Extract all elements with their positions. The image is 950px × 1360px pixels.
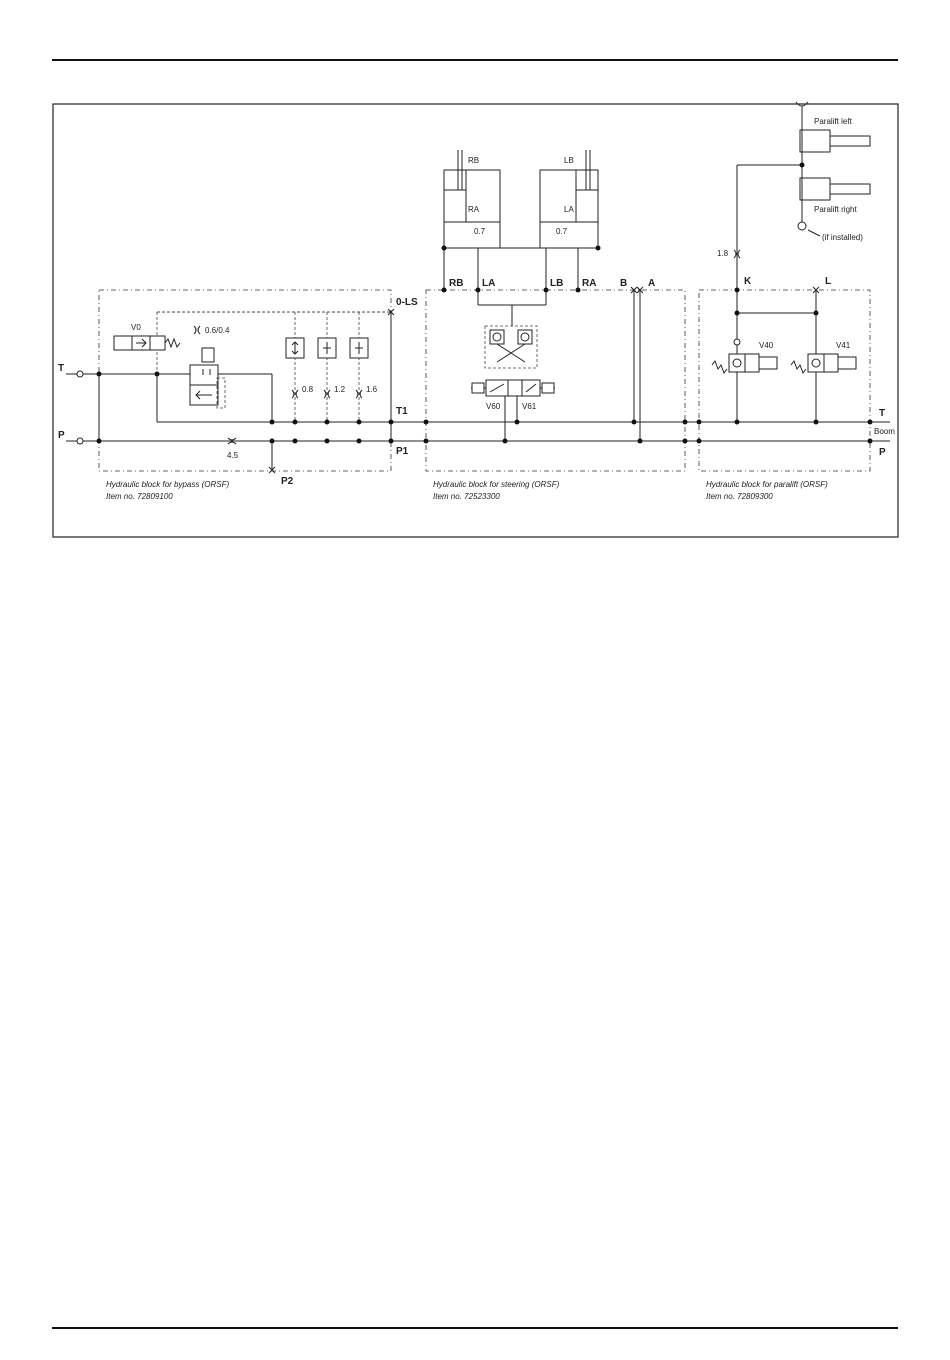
cyl-label-ra: RA: [468, 205, 480, 214]
paralift-left-label: Paralift left: [814, 117, 853, 126]
v40-label: V40: [759, 341, 774, 350]
paralift-left-cylinder-icon: [799, 129, 871, 153]
bypass-caption-item: Item no. 72809100: [106, 492, 173, 501]
v40-valve-icon: [711, 338, 778, 375]
p-port-icon: [76, 437, 84, 445]
steering-caption-title: Hydraulic block for steering (ORSF): [433, 480, 560, 489]
bottom-rule: [52, 1327, 898, 1329]
cross-p2-icon: [268, 466, 276, 474]
v41-valve-icon: [790, 353, 857, 375]
bypass-block-outline: [98, 289, 392, 472]
v60-v61-valve-icon: [471, 379, 555, 397]
steering-caption-item: Item no. 72523300: [433, 492, 500, 501]
orifice-label-1: 0.6/0.4: [205, 326, 230, 335]
bypass-caption-title: Hydraulic block for bypass (ORSF): [106, 480, 229, 489]
junction-dots: [96, 162, 873, 444]
steering-cylinder-right-icon: [539, 150, 599, 223]
diagram-frame: [52, 103, 899, 538]
cross-0-ls-icon: [387, 308, 395, 316]
steering-cylinder-left-icon: [443, 150, 501, 223]
if-installed-label: (if installed): [822, 233, 863, 242]
orifice-label-5: 4.5: [227, 451, 239, 460]
p-inlet-label: P: [58, 430, 65, 441]
v61-label: V61: [522, 402, 537, 411]
orifice-label-7: 0.7: [556, 227, 568, 236]
steering-piping: [443, 170, 641, 441]
port-lb: LB: [550, 278, 563, 289]
port-t-out: T: [879, 408, 885, 419]
paralift-block-outline: [698, 289, 871, 472]
paralift-right-cylinder-icon: [799, 177, 871, 201]
cyl-label-rb: RB: [468, 156, 479, 165]
port-la: LA: [482, 278, 495, 289]
port-p-out: P: [879, 447, 886, 458]
compensator-valve-icon: [189, 347, 226, 409]
t-port-icon: [76, 370, 84, 378]
paralift-right-label: Paralift right: [814, 205, 857, 214]
port-k: K: [744, 276, 752, 287]
bypass-internals: [156, 311, 392, 470]
port-ra: RA: [582, 278, 596, 289]
v0-label: V0: [131, 323, 141, 332]
cyl-label-la: LA: [564, 205, 574, 214]
paralift-caption-item: Item no. 72809300: [706, 492, 773, 501]
orifice-label-8: 1.8: [717, 249, 729, 258]
steering-check-outline: [484, 325, 538, 369]
steering-block-outline: [425, 289, 686, 472]
t-inlet-label: T: [58, 363, 64, 374]
paralift-caption-title: Hydraulic block for paralift (ORSF): [706, 480, 828, 489]
orifice-label-2: 0.8: [302, 385, 314, 394]
cross-a-icon: [636, 286, 644, 294]
orifice-label-4: 1.6: [366, 385, 378, 394]
bypass-check-cells: [285, 337, 369, 359]
cross-l-icon: [812, 286, 820, 294]
check-valve-right-icon: [517, 329, 533, 345]
port-0-ls: 0-LS: [396, 297, 418, 308]
port-l: L: [825, 276, 831, 287]
port-p1: P1: [396, 446, 409, 457]
top-rule: [52, 59, 898, 61]
port-boom: Boom: [874, 427, 895, 436]
port-a: A: [648, 278, 655, 289]
port-rb: RB: [449, 278, 463, 289]
cyl-label-lb: LB: [564, 156, 574, 165]
check-valve-left-icon: [489, 329, 505, 345]
port-b: B: [620, 278, 627, 289]
orifice-label-6: 0.7: [474, 227, 486, 236]
port-p2: P2: [281, 476, 294, 487]
v60-label: V60: [486, 402, 501, 411]
sensor-icon: [797, 221, 807, 231]
cross-b-icon: [630, 286, 638, 294]
port-t1: T1: [396, 406, 408, 417]
v41-label: V41: [836, 341, 851, 350]
orifice-label-3: 1.2: [334, 385, 346, 394]
v0-valve-icon: [113, 335, 181, 351]
